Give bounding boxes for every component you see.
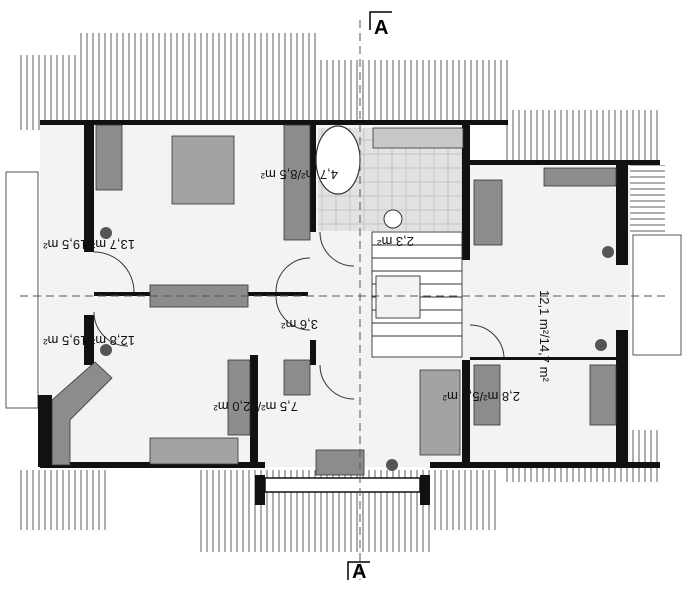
- section-arrows: [347, 11, 392, 580]
- walls: [38, 120, 660, 505]
- balconies: [5, 171, 682, 409]
- furniture: [51, 124, 617, 476]
- plants: [100, 227, 614, 471]
- room-area-wc: 2,3 m²: [376, 234, 414, 249]
- room-area-bedroom-1: 13,7 m²/19,5 m²: [43, 237, 135, 252]
- room-area-bedroom-2: 12,8 m²/19,5 m²: [43, 333, 135, 348]
- staircase: [371, 231, 463, 358]
- dormer-window: [264, 477, 421, 493]
- room-area-study: 7,5 m²/12,0 m²: [213, 399, 298, 414]
- room-area-closet: 2,8 m²/5,3 m²: [442, 389, 520, 404]
- room-area-bathroom: 4,7 m²/8,5 m²: [260, 167, 338, 182]
- room-area-hall: 3,6 m²: [280, 317, 318, 332]
- section-line: [20, 20, 670, 580]
- bathtub: [315, 125, 361, 195]
- washbasin: [383, 209, 403, 229]
- door-swings: [93, 231, 505, 400]
- section-mark-top: A: [374, 17, 388, 39]
- room-area-right-room: 12,1 m²/14,7 m²: [537, 290, 552, 382]
- section-mark-bottom: A: [352, 561, 366, 583]
- room-labels: A A 13,7 m²/19,5 m² 4,7 m²/8,5 m² 2,3 m²…: [43, 17, 552, 583]
